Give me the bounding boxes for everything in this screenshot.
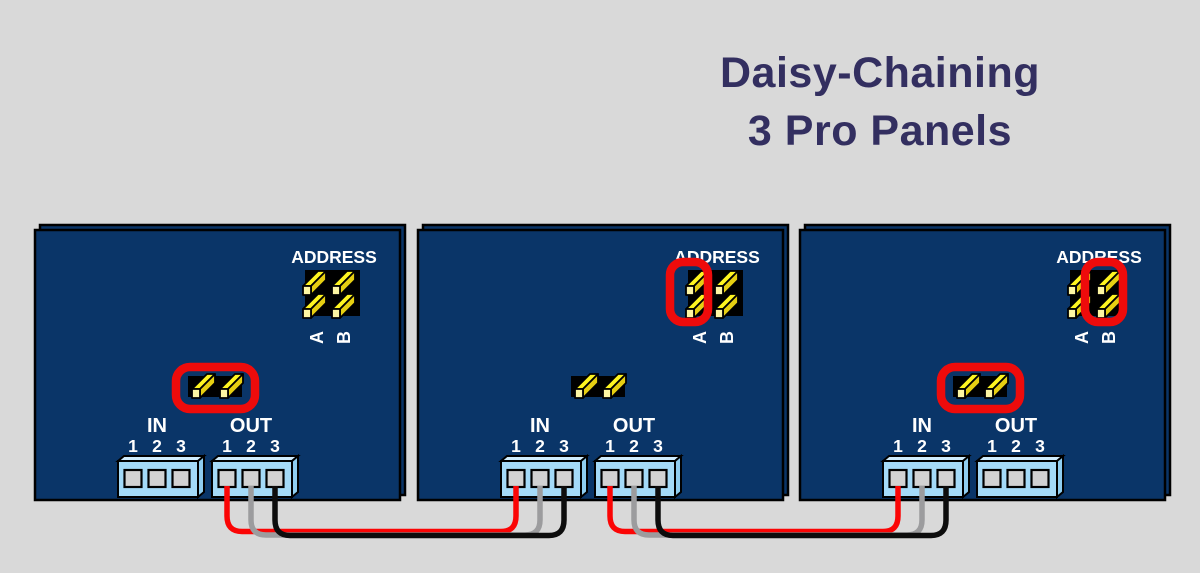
out-pin-number: 3: [1035, 436, 1045, 456]
panel-3: ADDRESS A B IN OUT 1 2 3 1 2 3: [798, 223, 1172, 502]
panel-1: ADDRESS A B IN OUT 1 2 3 1 2 3: [33, 223, 407, 502]
address-b-label: B: [334, 331, 354, 344]
out-terminal-block: [975, 454, 1065, 499]
out-pin-number: 2: [1011, 436, 1021, 456]
in-pin-number: 3: [559, 436, 569, 456]
wire-black-out3-to-in3: [272, 486, 567, 539]
address-a-label: A: [307, 331, 327, 344]
address-a-label: A: [690, 331, 710, 344]
out-pin-number: 3: [653, 436, 663, 456]
address-b-label: B: [717, 331, 737, 344]
address-b-label: B: [1099, 331, 1119, 344]
in-pin-number: 3: [941, 436, 951, 456]
out-pin-number: 3: [270, 436, 280, 456]
wire-run-2: [607, 486, 949, 539]
termination-highlight-ring: [936, 362, 1025, 414]
out-pin-number: 1: [987, 436, 997, 456]
diagram-title: Daisy-Chaining 3 Pro Panels: [640, 44, 1120, 160]
diagram-title-line1: Daisy-Chaining: [720, 49, 1040, 97]
out-label: OUT: [995, 415, 1037, 437]
out-pin-number: 2: [246, 436, 256, 456]
address-a-label: A: [1072, 331, 1092, 344]
panel-2: ADDRESS A B IN OUT 1 2 3 1 2 3: [416, 223, 790, 502]
wire-black-out3-to-in3: [655, 486, 949, 539]
out-pin-number: 1: [605, 436, 615, 456]
in-pin-number: 2: [152, 436, 162, 456]
in-label: IN: [147, 415, 167, 437]
wire-run-1: [224, 486, 567, 539]
wire-red-out1-to-in1: [607, 486, 901, 535]
address-b-highlight-ring: [1080, 257, 1128, 327]
address-label: ADDRESS: [291, 247, 377, 267]
termination-highlight-ring: [171, 362, 260, 414]
diagram-title-line2: 3 Pro Panels: [747, 107, 1013, 156]
out-label: OUT: [230, 415, 272, 437]
out-label: OUT: [613, 415, 655, 437]
out-pin-number: 1: [222, 436, 232, 456]
in-pin-number: 2: [535, 436, 545, 456]
wire-red-out1-to-in1: [224, 486, 519, 535]
out-pin-number: 2: [629, 436, 639, 456]
in-pin-number: 1: [511, 436, 521, 456]
in-pin-number: 1: [128, 436, 138, 456]
in-label: IN: [530, 415, 550, 437]
in-label: IN: [912, 415, 932, 437]
in-pin-number: 3: [176, 436, 186, 456]
in-pin-number: 1: [893, 436, 903, 456]
in-terminal-block: [116, 454, 206, 499]
in-pin-number: 2: [917, 436, 927, 456]
address-a-highlight-ring: [665, 257, 713, 327]
